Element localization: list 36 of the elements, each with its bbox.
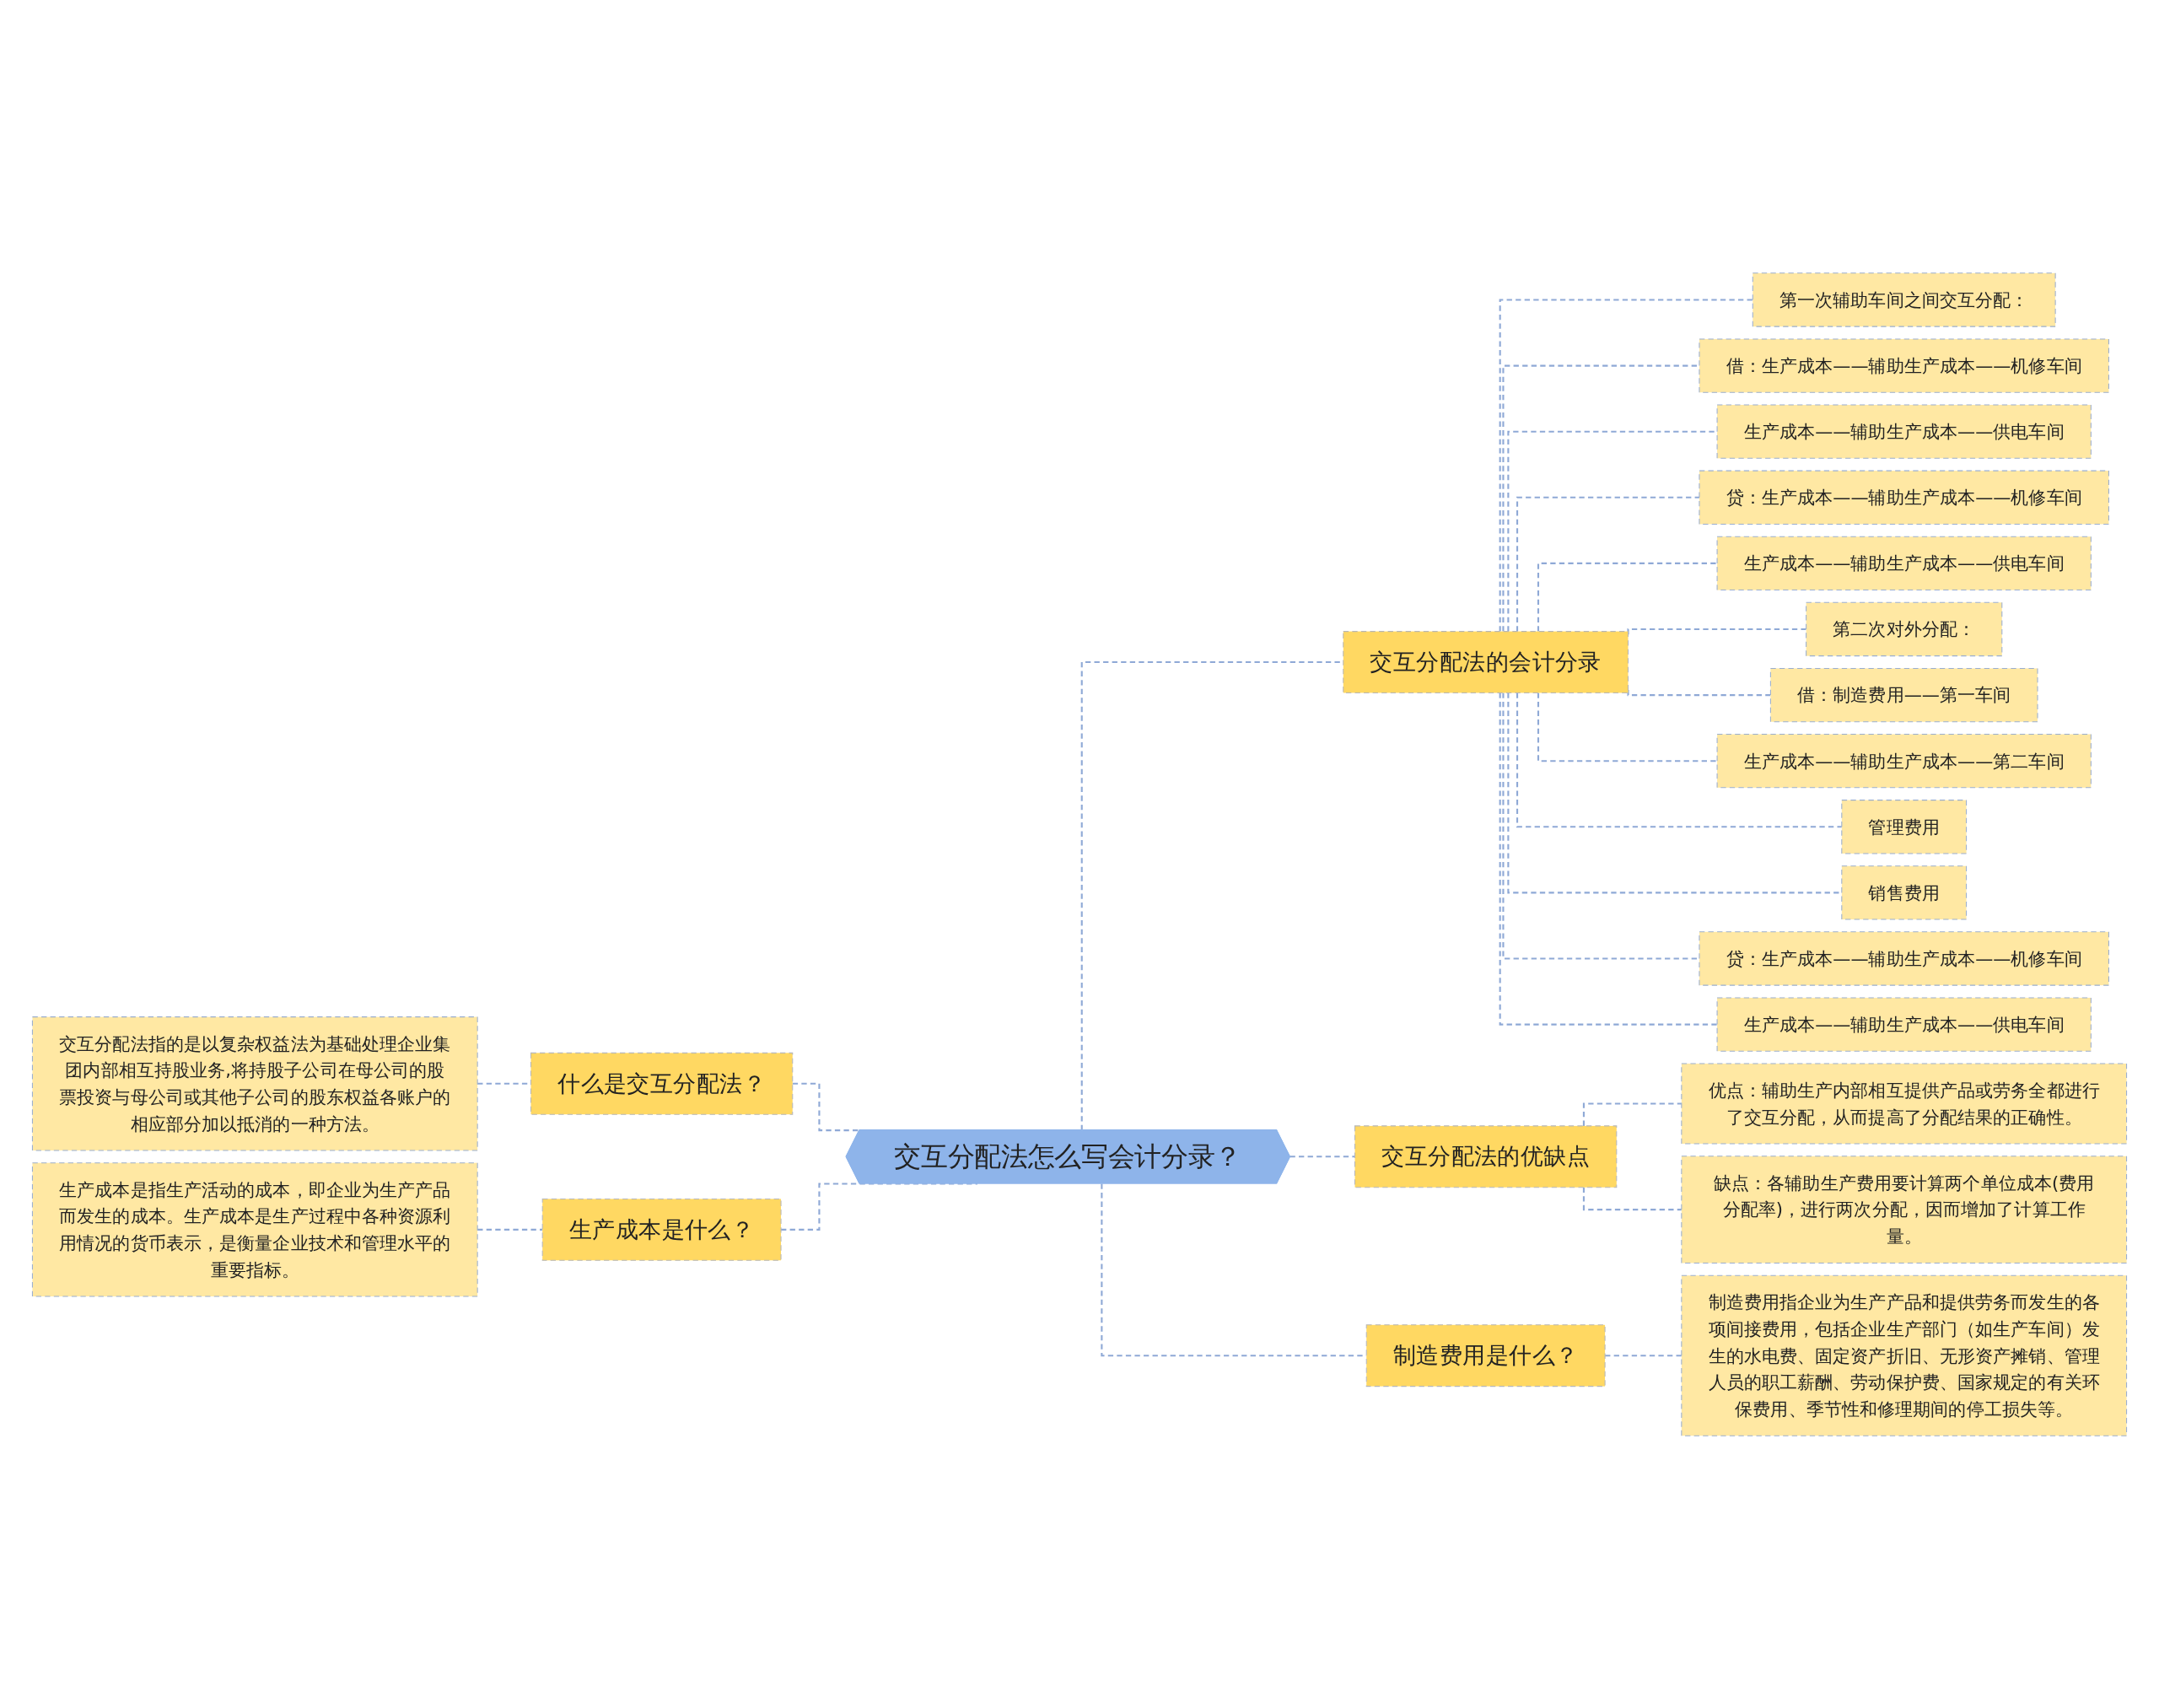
node-box: 借：生产成本——辅助生产成本——机修车间 xyxy=(1699,337,2109,393)
connector xyxy=(1582,1187,1682,1210)
connector xyxy=(1507,692,1842,893)
connector xyxy=(1537,692,1718,762)
node-box: 生产成本——辅助生产成本——供电车间 xyxy=(1716,536,2092,590)
connector xyxy=(1537,562,1718,632)
connector xyxy=(1507,430,1718,632)
node-box: 交互分配法指的是以复杂权益法为基础处理企业集团内部相互持股业务,将持股子公司在母公司的股票投资与母公司或其他子公司的股东权益各账户的相应部分加以抵消的一种方法。 xyxy=(31,1016,478,1150)
node-box: 销售费用 xyxy=(1841,865,1968,920)
connector xyxy=(1499,298,1753,632)
node-box: 生产成本是指生产活动的成本，即企业为生产产品而发生的成本。生产成本是生产过程中各种资源利用情况的货币表示，是衡量企业技术和管理水平的重要指标。 xyxy=(31,1161,478,1297)
node-box: 生产成本——辅助生产成本——供电车间 xyxy=(1716,996,2092,1052)
connector xyxy=(1516,692,1842,827)
node-box: 贷：生产成本——辅助生产成本——机修车间 xyxy=(1699,930,2109,986)
node-box: 交互分配法的优缺点 xyxy=(1354,1124,1618,1188)
node-box: 生产成本是什么？ xyxy=(541,1198,782,1261)
node-box: 生产成本——辅助生产成本——供电车间 xyxy=(1716,404,2092,459)
node-box: 借：制造费用——第一车间 xyxy=(1769,667,2038,722)
connector xyxy=(1289,1155,1355,1158)
node-box: 管理费用 xyxy=(1841,799,1968,854)
connector xyxy=(1502,692,1699,960)
connector xyxy=(1582,1102,1682,1126)
node-box: 交互分配法的会计分录 xyxy=(1343,630,1629,693)
node-box: 第二次对外分配： xyxy=(1806,601,2003,656)
node-box: 贷：生产成本——辅助生产成本——机修车间 xyxy=(1699,470,2109,525)
node-box: 制造费用是什么？ xyxy=(1365,1323,1606,1387)
connector xyxy=(1502,364,1699,632)
connector xyxy=(1516,496,1699,632)
connector xyxy=(1627,689,1771,696)
node-box: 制造费用指企业为生产产品和提供劳务而发生的各项间接费用，包括企业生产部门（如生产车间）发生的水电费、固定资产折旧、无形资产摊销、管理人员的职工薪酬、劳动保护费、国家规定的有关环保费用、季节性和修理期间的停工损失等。 xyxy=(1681,1274,2128,1436)
node-box: 优点：辅助生产内部相互提供产品或劳务全都进行了交互分配，从而提高了分配结果的正确性。 xyxy=(1681,1063,2128,1145)
node-box: 第一次辅助车间之间交互分配： xyxy=(1752,272,2056,327)
node-box: 什么是交互分配法？ xyxy=(530,1052,794,1115)
node-box: 缺点：各辅助生产费用要计算两个单位成本(费用分配率)，进行两次分配，因而增加了计算工作量。 xyxy=(1681,1155,2128,1263)
node-box: 生产成本——辅助生产成本——第二车间 xyxy=(1716,733,2092,788)
connector xyxy=(1499,692,1718,1026)
